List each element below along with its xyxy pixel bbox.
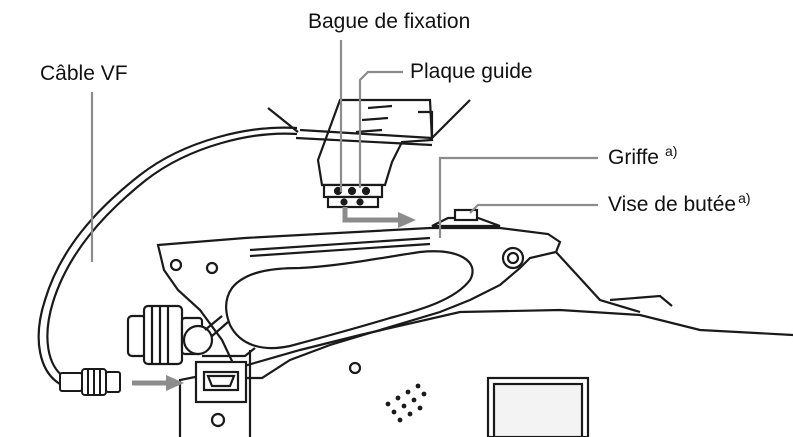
vf-cable-plug [59, 368, 121, 396]
camera-body [178, 308, 793, 437]
vf-connector [126, 304, 256, 366]
label-bague-de-fixation: Bague de fixation [308, 10, 470, 33]
leader-lines [90, 40, 598, 262]
label-griffe: Griffe a) [608, 143, 677, 169]
viewfinder-body [267, 98, 471, 209]
label-griffe-note: a) [665, 143, 677, 159]
label-vise-note: a) [738, 190, 750, 206]
connect-arrow [132, 375, 184, 391]
leader-griffe [438, 156, 598, 238]
slide-arrow [342, 207, 416, 228]
label-cable-vf: Câble VF [40, 62, 128, 85]
vf-cable [37, 126, 298, 385]
leader-vise [469, 203, 598, 214]
label-griffe-text: Griffe [608, 146, 659, 169]
camera-handle [156, 208, 673, 380]
speaker-grille [385, 383, 427, 423]
label-vise-text: Vise de butée [608, 193, 736, 216]
leader-plaque [358, 70, 403, 188]
label-plaque-guide: Plaque guide [410, 60, 533, 83]
